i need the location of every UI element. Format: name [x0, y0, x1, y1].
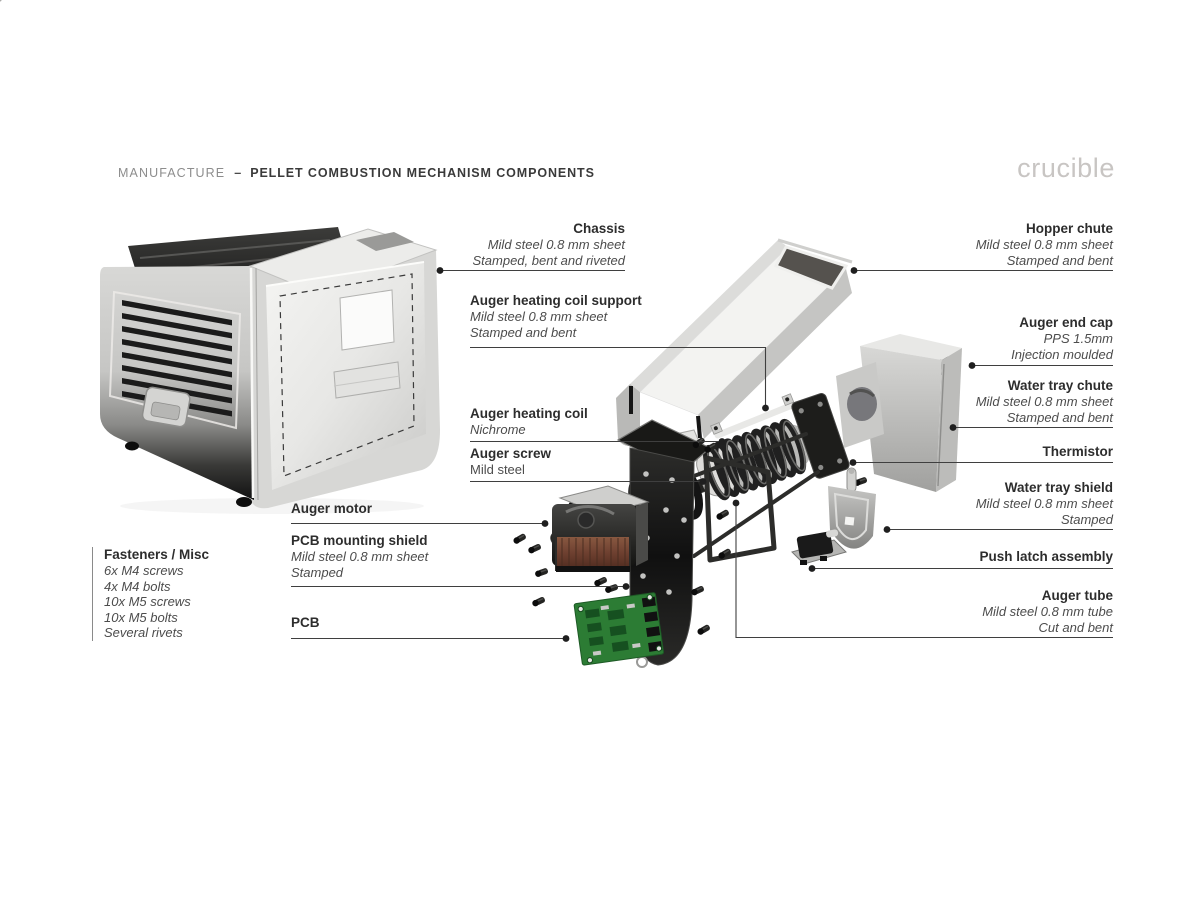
- callout-water-tray-shield: Water tray shield Mild steel 0.8 mm shee…: [976, 480, 1113, 528]
- callout-title: Auger heating coil: [470, 406, 588, 421]
- callout-lines: [291, 269, 1113, 640]
- callout-detail: Stamped: [1060, 511, 1113, 527]
- callout-detail: Mild steel 0.8 mm tube: [982, 603, 1113, 619]
- callout-detail: Nichrome: [470, 421, 526, 437]
- thermistor-render: [846, 467, 857, 500]
- callout-detail: Mild steel 0.8 mm sheet: [975, 236, 1113, 252]
- callout-detail: Stamped and bent: [1006, 252, 1113, 268]
- vent-louvers: [122, 300, 232, 417]
- callout-chassis: Chassis Mild steel 0.8 mm sheet Stamped,…: [473, 221, 626, 269]
- callout-detail: PPS 1.5mm: [1043, 330, 1113, 346]
- callout-title: Water tray chute: [1007, 378, 1113, 393]
- page-header: MANUFACTURE – PELLET COMBUSTION MECHANIS…: [118, 166, 595, 180]
- callout-detail: Injection moulded: [1011, 346, 1113, 362]
- callout-line-coil-support: [470, 346, 767, 408]
- callout-title: Auger tube: [1041, 588, 1113, 603]
- callout-title: Auger heating coil support: [470, 293, 642, 308]
- callout-detail: Mild steel: [470, 461, 525, 477]
- callout-title: Water tray shield: [1004, 480, 1113, 495]
- fastener-item: 10x M5 bolts: [104, 609, 178, 625]
- callout-title: Auger end cap: [1019, 315, 1113, 330]
- brand-logo: crucible: [1017, 153, 1115, 183]
- fastener-item: Several rivets: [104, 625, 183, 641]
- callout-pcb: PCB: [291, 615, 320, 631]
- callout-detail: Mild steel 0.8 mm sheet: [975, 495, 1113, 511]
- callout-title: Auger screw: [470, 446, 552, 461]
- callout-detail: Stamped and bent: [1006, 409, 1113, 425]
- callout-detail: Mild steel 0.8 mm sheet: [291, 548, 429, 564]
- coil-support-render: [710, 393, 795, 439]
- callout-auger-motor: Auger motor: [291, 501, 372, 517]
- callout-title: Chassis: [573, 221, 625, 236]
- callout-push-latch-assembly: Push latch assembly: [979, 549, 1113, 565]
- water-tray-chute-render: [836, 334, 962, 492]
- callout-detail: Mild steel 0.8 mm sheet: [975, 393, 1113, 409]
- fastener-item: 10x M5 screws: [104, 594, 191, 610]
- callout-detail: Cut and bent: [1038, 619, 1113, 635]
- callout-title: PCB: [291, 615, 320, 630]
- callout-line-auger-tube: [735, 503, 1113, 639]
- callout-auger-end-cap: Auger end cap PPS 1.5mm Injection moulde…: [1011, 315, 1113, 363]
- callout-detail: Mild steel 0.8 mm sheet: [470, 308, 608, 324]
- callout-thermistor: Thermistor: [1042, 444, 1113, 460]
- callout-auger-screw: Auger screw Mild steel: [470, 446, 551, 478]
- callout-pcb-mounting-shield: PCB mounting shield Mild steel 0.8 mm sh…: [291, 533, 428, 581]
- callout-auger-tube: Auger tube Mild steel 0.8 mm tube Cut an…: [982, 588, 1113, 636]
- callout-auger-heating-coil: Auger heating coil Nichrome: [470, 406, 588, 438]
- chassis-render: [0, 0, 440, 509]
- fastener-item: 6x M4 screws: [104, 562, 184, 578]
- callout-auger-heating-coil-support: Auger heating coil support Mild steel 0.…: [470, 293, 642, 341]
- callout-detail: Stamped: [291, 564, 344, 580]
- fasteners-title: Fasteners / Misc: [104, 547, 210, 562]
- fastener-item: 4x M4 bolts: [104, 578, 171, 594]
- callout-detail: Stamped, bent and riveted: [472, 252, 626, 268]
- header-separator: –: [234, 166, 242, 180]
- callout-dots: [436, 267, 976, 642]
- pcb-render: [573, 592, 665, 666]
- callout-title: PCB mounting shield: [291, 533, 428, 548]
- callout-water-tray-chute: Water tray chute Mild steel 0.8 mm sheet…: [976, 378, 1113, 426]
- callout-title: Thermistor: [1042, 444, 1113, 459]
- callout-detail: Mild steel 0.8 mm sheet: [487, 236, 625, 252]
- fasteners-list: Fasteners / Misc 6x M4 screws 4x M4 bolt…: [92, 547, 209, 641]
- auger-motor-render: [552, 485, 650, 572]
- callout-title: Hopper chute: [1025, 221, 1113, 236]
- callout-title: Push latch assembly: [979, 549, 1113, 564]
- water-tray-shield-render: [828, 486, 876, 549]
- header-eyebrow: MANUFACTURE: [118, 166, 226, 180]
- callout-hopper-chute: Hopper chute Mild steel 0.8 mm sheet Sta…: [976, 221, 1113, 269]
- push-latch-render: [791, 529, 847, 565]
- callout-detail: Stamped and bent: [470, 324, 577, 340]
- callout-title: Auger motor: [291, 501, 372, 516]
- handle-cutout: [141, 386, 191, 428]
- page-title: PELLET COMBUSTION MECHANISM COMPONENTS: [250, 166, 595, 180]
